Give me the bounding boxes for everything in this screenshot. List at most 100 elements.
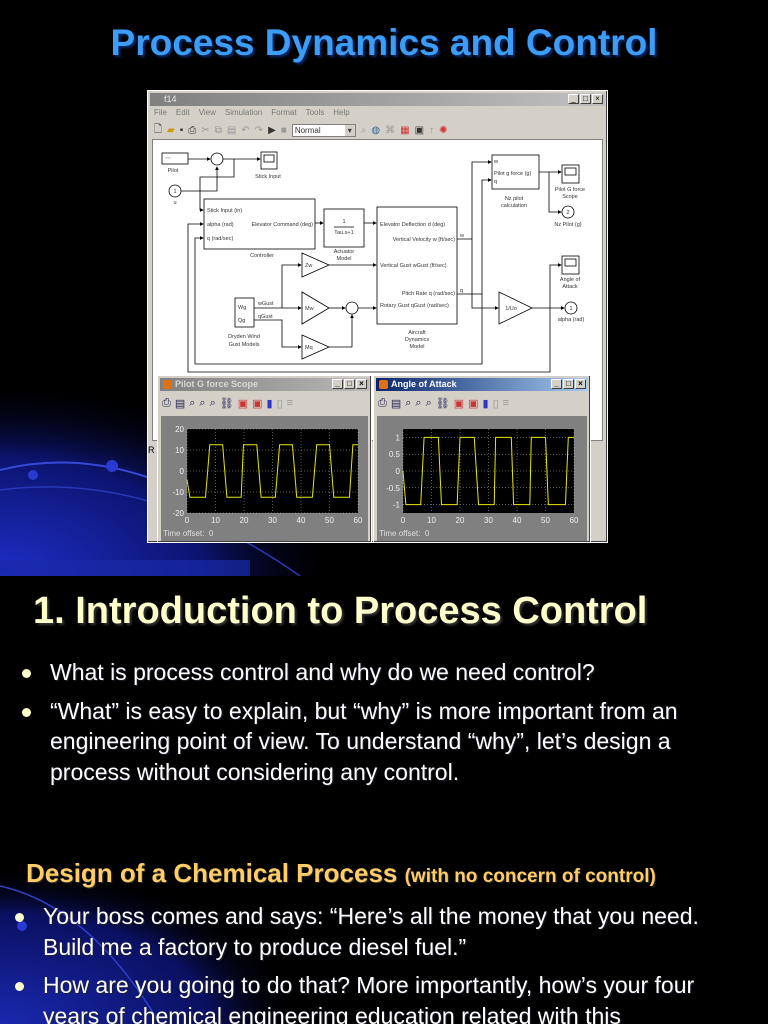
menu-view[interactable]: View [198, 108, 216, 117]
autoscale-icon[interactable]: ⛓ [219, 397, 234, 410]
redo-icon[interactable]: ↷ [254, 124, 264, 136]
cut-icon[interactable]: ✂ [201, 124, 210, 136]
controller-port-elevator: Elevator Command (deg) [252, 222, 314, 228]
scope-toolbar: ⎙▤⌕⌕⌕⛓▣▣▮▯≡ [378, 393, 509, 413]
dryden-gust-block [234, 297, 255, 328]
simulation-mode-select[interactable]: Normal [291, 123, 356, 137]
save-icon[interactable]: ▪ [179, 124, 184, 136]
parameters-icon[interactable]: ▤ [390, 397, 402, 410]
signal-selection-icon[interactable]: ≡ [286, 397, 294, 409]
maximize-button[interactable]: □ [563, 379, 574, 389]
maximize-button[interactable]: □ [344, 379, 355, 389]
stop-icon[interactable]: ■ [280, 124, 287, 136]
signal-selection-icon[interactable]: ≡ [502, 397, 510, 409]
find-icon[interactable]: ⌕ [360, 124, 367, 136]
menu-edit[interactable]: Edit [175, 108, 190, 117]
gain-1-uo-block [498, 291, 533, 325]
menu-help[interactable]: Help [333, 108, 350, 117]
bullet-text: “What” is easy to explain, but “why” is … [50, 697, 678, 785]
actuator-label: Actuator [334, 249, 355, 255]
save-axes-icon[interactable]: ▣ [237, 397, 249, 410]
bullet-icon [22, 707, 31, 717]
menu-format[interactable]: Format [271, 108, 297, 117]
play-icon[interactable]: ▶ [268, 124, 276, 136]
bullet-icon [15, 982, 24, 991]
nz-port-q: q [494, 179, 497, 185]
section-subheading: Design of a Chemical Process (with no co… [26, 858, 656, 889]
aircraft-label-3: Model [410, 344, 425, 350]
undo-icon[interactable]: ↶ [241, 124, 250, 136]
scope-titlebar[interactable]: Angle of Attack _□× [376, 378, 588, 391]
paste-icon[interactable]: ▤ [226, 124, 237, 136]
x-tick-label: 0 [185, 516, 190, 525]
actuator-denominator: Tau.s+1 [334, 230, 353, 236]
debug-icon[interactable]: ⌘ [385, 124, 396, 136]
aircraft-port-w: Vertical Velocity w (ft/sec) [393, 237, 456, 243]
menu-file[interactable]: File [154, 108, 167, 117]
close-button[interactable]: × [575, 379, 586, 389]
zoom-x-icon[interactable]: ⌕ [415, 396, 422, 409]
explorer-icon[interactable]: ▣ [414, 124, 425, 136]
new-icon[interactable]: 🗋 [154, 123, 163, 135]
minimize-button[interactable]: _ [551, 379, 562, 389]
open-icon[interactable]: ▰ [167, 124, 175, 136]
minimize-button[interactable]: _ [332, 379, 343, 389]
y-tick-label: -10 [172, 488, 184, 497]
subheading-text: Design of a Chemical Process [26, 858, 398, 888]
angle-of-attack-scope-block [561, 255, 580, 275]
minimize-button[interactable]: _ [568, 94, 579, 104]
y-tick-label: 1 [396, 433, 401, 442]
print-icon[interactable]: ⎙ [378, 396, 387, 409]
restore-axes-icon[interactable]: ▣ [468, 397, 479, 410]
y-tick-label: 0.5 [389, 450, 401, 459]
print-icon[interactable]: ⎙ [188, 124, 197, 136]
window-titlebar[interactable]: f14 _ □ × [150, 93, 605, 106]
zoom-y-icon[interactable]: ⌕ [425, 396, 432, 409]
model-browser-icon[interactable]: ▦ [400, 124, 410, 136]
lock-axes-icon[interactable]: ▯ [276, 397, 283, 410]
matlab-logo-icon [163, 380, 172, 389]
maximize-button[interactable]: □ [580, 94, 591, 104]
autoscale-icon[interactable]: ⛓ [435, 397, 450, 410]
close-button[interactable]: × [356, 379, 367, 389]
target-icon[interactable]: ✺ [439, 124, 448, 136]
scope-titlebar[interactable]: Pilot G force Scope _□× [160, 378, 369, 391]
time-offset-value: 0 [424, 529, 430, 538]
x-tick-label: 40 [297, 516, 306, 525]
print-icon[interactable]: ⎙ [162, 396, 171, 409]
menu-tools[interactable]: Tools [305, 108, 325, 117]
go-up-icon[interactable]: ↑ [429, 124, 435, 136]
aircraft-port-qgust: Rotary Gust qGust (rad/sec) [380, 303, 449, 309]
copy-icon[interactable]: ⧉ [214, 124, 222, 136]
pilot-g-force-scope-block [561, 164, 580, 184]
time-offset: Time offset: 0 [163, 529, 213, 538]
menu-simulation[interactable]: Simulation [224, 108, 263, 117]
aircraft-port-elevator: Elevator Deflection d (deg) [380, 222, 445, 228]
gain-zw-label: Zw [305, 263, 312, 269]
floating-scope-icon[interactable]: ▮ [266, 397, 273, 410]
zoom-icon[interactable]: ⌕ [405, 396, 412, 409]
y-tick-label: 10 [175, 446, 184, 455]
close-button[interactable]: × [592, 94, 603, 104]
library-icon[interactable]: ◍ [371, 124, 381, 136]
zoom-icon[interactable]: ⌕ [189, 396, 196, 409]
status-bar: R [148, 445, 155, 455]
gain-zw-block [301, 252, 330, 278]
zoom-x-icon[interactable]: ⌕ [199, 396, 206, 409]
slide-title: Process Dynamics and Control [110, 22, 658, 63]
save-axes-icon[interactable]: ▣ [453, 397, 465, 410]
slide-1: Process Dynamics and Control f14 _ □ × F… [0, 0, 768, 576]
floating-scope-icon[interactable]: ▮ [482, 397, 489, 410]
zoom-y-icon[interactable]: ⌕ [209, 396, 216, 409]
restore-axes-icon[interactable]: ▣ [252, 397, 263, 410]
actuator-block [323, 208, 365, 248]
lock-axes-icon[interactable]: ▯ [492, 397, 499, 410]
y-tick-label: 0 [180, 467, 185, 476]
aircraft-port-wgust: Vertical Gust wGust (ft/sec) [380, 263, 447, 269]
parameters-icon[interactable]: ▤ [174, 397, 186, 410]
